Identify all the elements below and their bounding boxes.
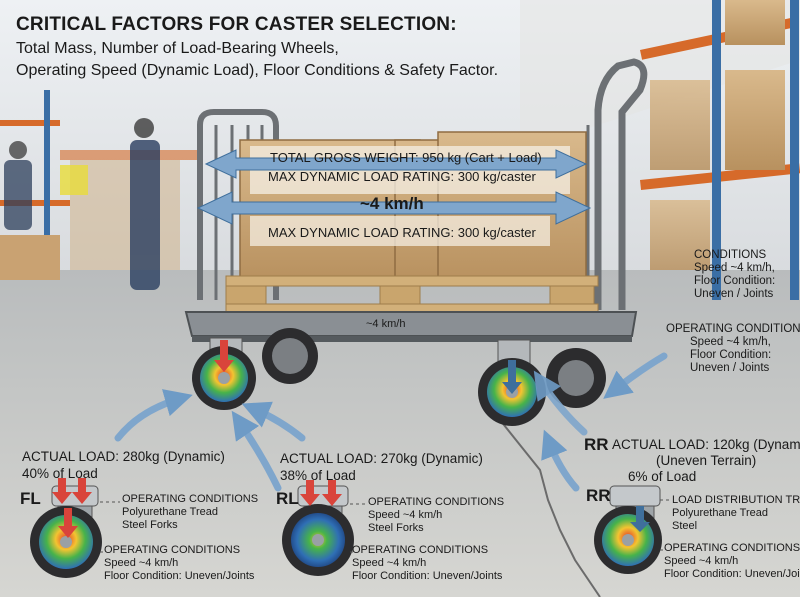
rl-spec-block: OPERATING CONDITIONS Speed ~4 km/h Steel… xyxy=(368,496,504,535)
cart-wheel-rl xyxy=(262,328,318,384)
rr-spec-block: LOAD DISTRIBUTION TREAD Polyurethane Tre… xyxy=(672,494,800,533)
rl-spec-line: Speed ~4 km/h xyxy=(368,509,443,521)
worker-right xyxy=(60,118,160,290)
fl-cond-line: Floor Condition: Uneven/Joints xyxy=(104,570,255,582)
rl-tag: RL xyxy=(276,489,299,508)
leader-lines xyxy=(100,499,670,553)
fl-actual-load: ACTUAL LOAD: 280kg (Dynamic) xyxy=(22,449,225,464)
fl-cond-block: OPERATING CONDITIONS Speed ~4 km/h Floor… xyxy=(104,544,254,583)
rr-cond-line: Floor Condition: Uneven/Joints xyxy=(664,568,800,580)
rr-tag: RR xyxy=(586,486,611,505)
fl-tag: FL xyxy=(20,489,41,508)
conditions-line: Floor Condition: xyxy=(690,349,772,361)
right-conditions-lower: OPERATING CONDITIONS: Speed ~4 km/h, Flo… xyxy=(666,323,800,375)
conditions-line: Speed ~4 km/h, xyxy=(694,262,775,274)
rl-actual-load: ACTUAL LOAD: 270kg (Dynamic) xyxy=(280,451,483,466)
fl-cond-line: Speed ~4 km/h xyxy=(104,557,179,569)
caster-detail-rr xyxy=(594,485,662,574)
max-rating-mid-label: MAX DYNAMIC LOAD RATING: 300 kg/caster xyxy=(268,225,536,240)
conditions-line: Uneven / Joints xyxy=(690,362,770,374)
rr-terrain: (Uneven Terrain) xyxy=(656,453,757,468)
speed-arrows xyxy=(196,149,592,225)
rl-cond-block: OPERATING CONDITIONS Speed ~4 km/h Floor… xyxy=(352,544,502,583)
page-title: CRITICAL FACTORS FOR CASTER SELECTION: xyxy=(16,14,457,35)
fl-spec-line: Steel Forks xyxy=(122,519,178,531)
conditions-heading: OPERATING CONDITIONS: xyxy=(666,323,800,335)
rl-cond-line: Floor Condition: Uneven/Joints xyxy=(352,570,503,582)
conditions-line: Uneven / Joints xyxy=(694,288,774,300)
rr-percent-load: 6% of Load xyxy=(628,469,697,484)
cart-wheel-fl xyxy=(192,337,256,410)
worker-left xyxy=(4,141,32,230)
wheel-load-arrows xyxy=(214,340,522,394)
caster-detail-rl xyxy=(282,480,354,576)
fl-spec-line: Polyurethane Tread xyxy=(122,506,219,518)
cart-wheel-rear xyxy=(546,348,606,408)
conditions-line: Speed ~4 km/h, xyxy=(690,336,771,348)
rl-spec-heading: OPERATING CONDITIONS xyxy=(368,496,505,508)
fl-spec-block: OPERATING CONDITIONS Polyurethane Tread … xyxy=(122,493,258,532)
conditions-line: Floor Condition: xyxy=(694,275,776,287)
gross-weight-label: TOTAL GROSS WEIGHT: 950 kg (Cart + Load) xyxy=(270,150,542,165)
subtitle-line-2: Operating Speed (Dynamic Load), Floor Co… xyxy=(16,62,499,79)
wooden-pallet xyxy=(225,275,599,313)
rr-cond-block: OPERATING CONDITIONS Speed ~4 km/h Floor… xyxy=(664,542,800,581)
rl-cond-line: Speed ~4 km/h xyxy=(352,557,427,569)
rl-percent-load: 38% of Load xyxy=(280,468,356,483)
rr-cond-line: Speed ~4 km/h xyxy=(664,555,739,567)
subtitle-line-1: Total Mass, Number of Load-Bearing Wheel… xyxy=(16,40,339,57)
right-conditions-upper: CONDITIONS Speed ~4 km/h, Floor Conditio… xyxy=(694,249,775,301)
rr-spec-line: Polyurethane Tread xyxy=(672,507,769,519)
conditions-heading: CONDITIONS xyxy=(694,249,767,261)
rr-spec-heading: LOAD DISTRIBUTION TREAD xyxy=(672,494,800,506)
rr-actual-load: ACTUAL LOAD: 120kg (Dynamic) xyxy=(612,437,800,452)
speed-big-label: ~4 km/h xyxy=(360,194,424,213)
cart-deck xyxy=(184,311,638,342)
rr-spec-line: Steel xyxy=(672,520,698,532)
right-shelving xyxy=(520,0,800,300)
floor-crack xyxy=(499,419,601,597)
rl-spec-line: Steel Forks xyxy=(368,522,424,534)
fl-percent-load: 40% of Load xyxy=(22,466,98,481)
deck-speed-label: ~4 km/h xyxy=(366,318,406,330)
caster-detail-fl xyxy=(30,478,102,578)
fl-spec-heading: OPERATING CONDITIONS xyxy=(122,493,259,505)
rl-cond-heading: OPERATING CONDITIONS xyxy=(352,544,489,556)
rr-cond-heading: OPERATING CONDITIONS xyxy=(664,542,800,554)
max-rating-top-label: MAX DYNAMIC LOAD RATING: 300 kg/caster xyxy=(268,169,536,184)
fl-cond-heading: OPERATING CONDITIONS xyxy=(104,544,241,556)
pointer-arrows xyxy=(114,352,668,492)
rr-tag-top: RR xyxy=(584,435,609,454)
